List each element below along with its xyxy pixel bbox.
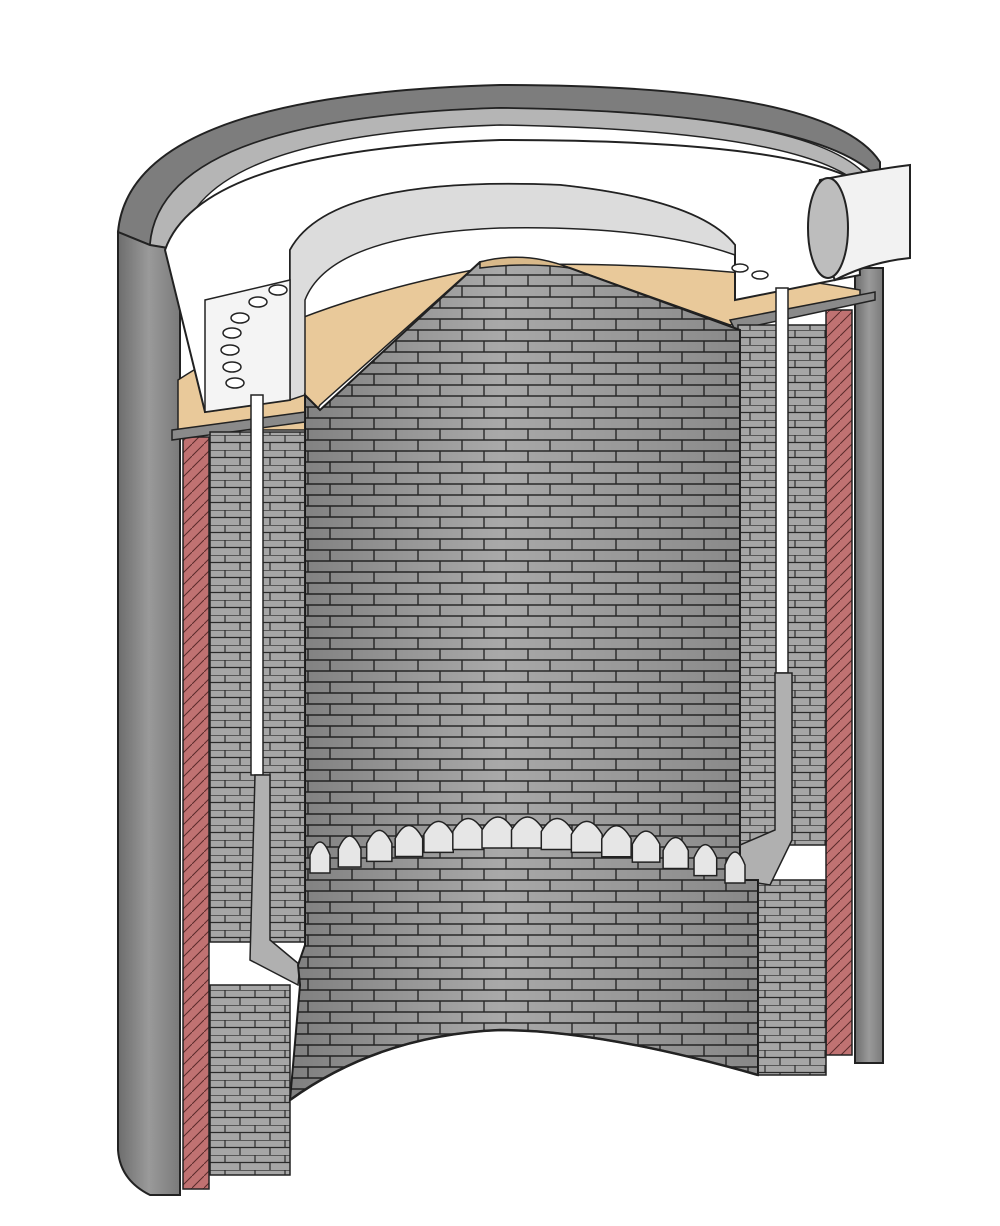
flue-arch-openings bbox=[309, 816, 746, 884]
outer-shell-right-wall bbox=[854, 267, 884, 1064]
arch-opening bbox=[662, 836, 690, 870]
refractory-block-left-face bbox=[204, 279, 291, 413]
insulation-right bbox=[825, 309, 853, 1056]
arch-opening bbox=[394, 824, 424, 858]
outer-shell-left-wall bbox=[117, 230, 181, 1196]
cylinder-top-arch bbox=[479, 256, 571, 269]
cylinder-bottom-edge bbox=[289, 1028, 759, 1102]
arch-opening bbox=[631, 830, 661, 863]
arch-opening bbox=[309, 841, 331, 874]
outlet-pipe-opening bbox=[807, 177, 849, 279]
probe-tube-right bbox=[775, 287, 789, 674]
refractory-inner-face bbox=[289, 183, 736, 402]
insulation-left bbox=[182, 436, 210, 1190]
arch-opening bbox=[693, 843, 718, 877]
arch-opening bbox=[570, 820, 603, 854]
probe-tube-left bbox=[250, 394, 264, 776]
arch-opening bbox=[724, 851, 746, 884]
arch-opening bbox=[365, 829, 393, 863]
cylinder-shading bbox=[290, 259, 758, 1100]
brick-base-left bbox=[209, 984, 291, 1176]
brick-base-right bbox=[757, 879, 827, 1076]
arch-opening bbox=[600, 824, 632, 858]
burner-ports bbox=[220, 263, 769, 389]
arch-opening bbox=[337, 835, 362, 868]
